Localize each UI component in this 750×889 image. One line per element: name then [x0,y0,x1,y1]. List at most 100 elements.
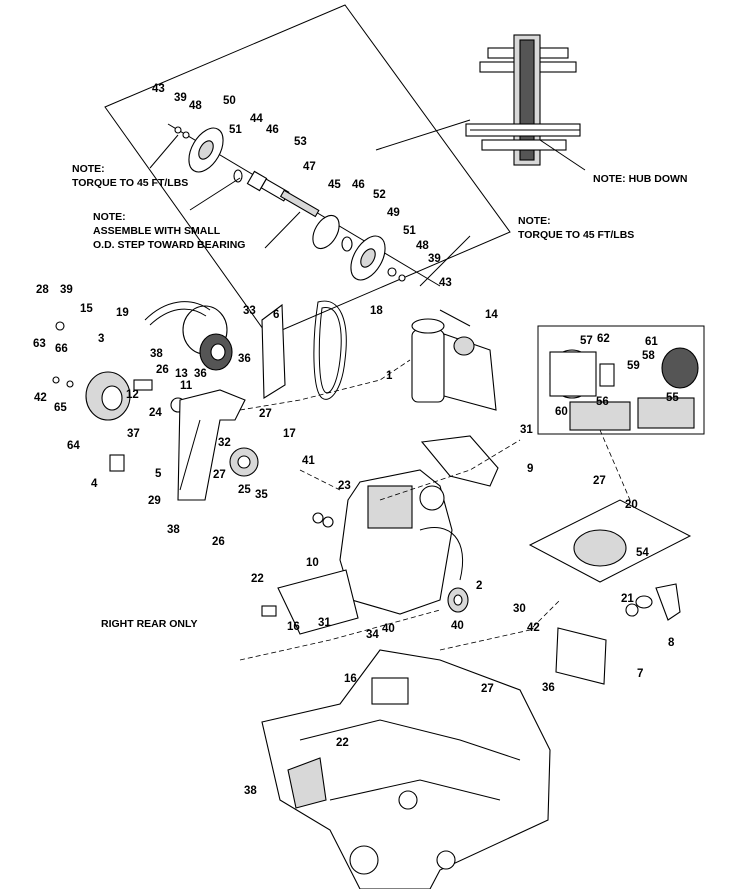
pulley-assembly-panel [104,4,511,337]
note-torque-right: NOTE: TORQUE TO 45 FT/LBS [518,215,635,241]
note-assemble-step: NOTE: ASSEMBLE WITH SMALL O.D. STEP TOWA… [93,211,246,251]
callout: 11 [180,380,193,392]
callout: 56 [596,396,609,408]
callout: 24 [149,407,162,419]
callout: 57 [580,335,593,347]
callout: 49 [387,207,400,219]
note-right-rear-only: RIGHT REAR ONLY [101,618,198,630]
callout: 48 [416,240,429,252]
callout: 23 [338,480,351,492]
callout: 36 [238,353,251,365]
callout: 29 [148,495,161,507]
callout: 42 [527,622,540,634]
callout: 34 [366,629,379,641]
callout: 58 [642,350,655,362]
callout: 12 [126,389,139,401]
callout: 43 [439,277,452,289]
callout-labels: 43 39 48 50 51 44 46 53 47 45 46 52 49 5… [33,83,679,797]
upper-pulley-parts [167,123,441,287]
engine [312,469,469,615]
callout: 15 [80,303,93,315]
callout: 66 [55,343,68,355]
callout: 28 [36,284,49,296]
callout: 40 [451,620,464,632]
callout: 14 [485,309,498,321]
drive-belt [313,300,347,400]
callout: 31 [318,617,331,629]
hub-down-inset [465,34,586,171]
callout: 54 [636,547,649,559]
callout: 55 [666,392,679,404]
note-torque-left: NOTE: TORQUE TO 45 FT/LBS [72,163,189,189]
callout: 59 [627,360,640,372]
callout: 4 [91,478,98,490]
callout: 43 [152,83,165,95]
callout: 19 [116,307,129,319]
callout: 25 [238,484,251,496]
callout: 60 [555,406,568,418]
callout: 26 [212,536,225,548]
callout: 64 [67,440,80,452]
callout: 20 [625,499,638,511]
callout: 39 [60,284,73,296]
callout: 52 [373,189,386,201]
callout: 61 [645,336,658,348]
callout: 27 [259,408,272,420]
callout: 46 [266,124,279,136]
callout: 17 [283,428,296,440]
callout: 27 [593,475,606,487]
callout: 16 [287,621,300,633]
callout: 39 [428,253,441,265]
fuel-tank [411,318,497,411]
callout: 53 [294,136,307,148]
cover-plate [261,303,286,399]
mounting-bracket [177,389,246,501]
air-filter-housing [528,499,692,621]
rear-bracket [261,569,359,635]
callout: 13 [175,368,188,380]
callout: 50 [223,95,236,107]
callout: 44 [250,113,263,125]
callout: 7 [637,668,643,680]
callout: 38 [244,785,257,797]
callout: 35 [255,489,268,501]
callout: 27 [213,469,226,481]
callout: 48 [189,100,202,112]
callout: 36 [542,682,555,694]
callout: 22 [336,737,349,749]
callout: 39 [174,92,187,104]
callout: 47 [303,161,316,173]
callout: 37 [127,428,140,440]
callout: 27 [481,683,494,695]
leader-lines [149,134,471,327]
callout: 42 [34,392,47,404]
callout: 26 [156,364,169,376]
callout: 21 [621,593,634,605]
callout: 41 [302,455,315,467]
callout: 51 [229,124,242,136]
callout: 5 [155,468,162,480]
callout: 36 [194,368,207,380]
callout: 18 [370,305,383,317]
engine-plate [420,435,499,487]
callout: 65 [54,402,67,414]
assembly-guide-lines [239,359,631,661]
clutch-assembly [52,301,233,472]
callout: 16 [344,673,357,685]
callout: 32 [218,437,231,449]
callout: 62 [597,333,610,345]
callout: 45 [328,179,341,191]
callout: 38 [150,348,163,360]
callout: 31 [520,424,533,436]
side-plate [555,627,607,685]
air-cleaner-inset [537,325,705,435]
callout: 8 [668,637,675,649]
main-frame [261,649,551,889]
callout: 51 [403,225,416,237]
callout: 63 [33,338,46,350]
callout: 33 [243,305,256,317]
callout: 3 [98,333,104,345]
callout: 22 [251,573,264,585]
